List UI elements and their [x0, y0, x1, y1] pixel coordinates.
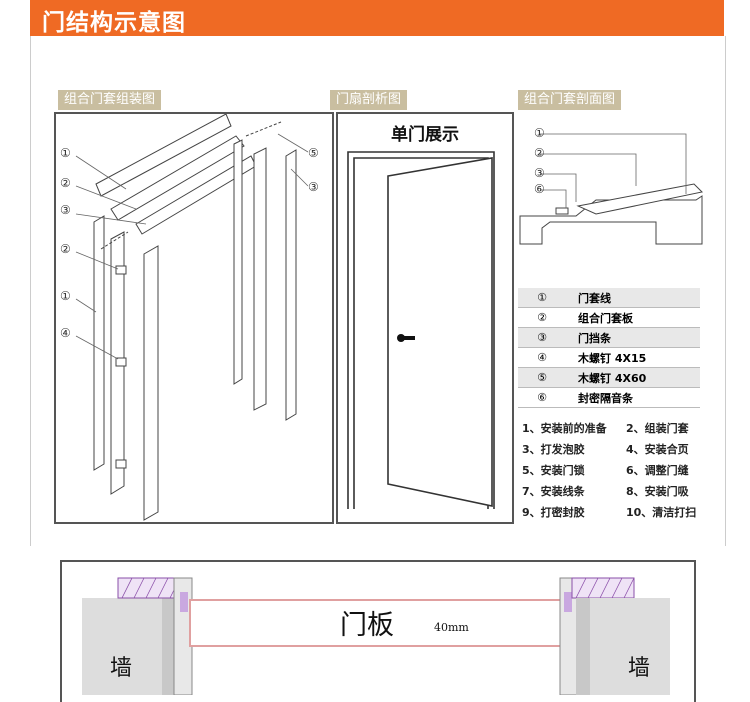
left-stop-post	[143, 245, 159, 521]
assembly-callout-3b: ③	[308, 180, 319, 194]
door-drawing	[347, 151, 495, 509]
profile-callout-3: ③	[534, 166, 545, 180]
section-tag-profile: 组合门套剖面图	[518, 90, 622, 110]
header-bar: 门结构示意图	[30, 0, 724, 36]
door-thickness-label: 40mm	[434, 621, 469, 634]
assembly-callout-1b: ①	[60, 289, 71, 303]
section-tag-assembly: 组合门套组装图	[58, 90, 162, 110]
right-wall	[590, 598, 670, 695]
outer-frame	[30, 36, 726, 546]
page-title: 门结构示意图	[42, 10, 186, 36]
assembly-callout-5: ⑤	[308, 146, 319, 160]
profile-drawing	[519, 133, 704, 245]
assembly-callout-3: ③	[60, 203, 71, 217]
section-tag-door: 门扇剖析图	[330, 90, 408, 110]
profile-callout-2: ②	[534, 146, 545, 160]
bracket	[115, 265, 127, 275]
assembly-diagram-box	[54, 112, 334, 524]
door-diagram-box: 单门展示	[336, 112, 514, 524]
door-title: 单门展示	[391, 125, 459, 145]
assembly-drawing	[75, 113, 309, 521]
wall-label-left: 墙	[110, 656, 133, 681]
assembly-callout-4: ④	[60, 326, 71, 340]
door-leaf	[387, 157, 493, 507]
assembly-callout-2b: ②	[60, 242, 71, 256]
top-casing-beam	[95, 113, 232, 197]
left-wall	[82, 598, 162, 695]
bottom-section-drawing	[82, 577, 670, 695]
assembly-callout-2: ②	[60, 176, 71, 190]
wall-label-right: 墙	[628, 656, 651, 681]
door-board-label: 门板	[340, 610, 394, 641]
door-board	[189, 599, 563, 647]
right-casing-post	[233, 139, 243, 385]
profile-callout-6: ⑥	[534, 182, 545, 196]
right-stop-post	[285, 149, 297, 421]
assembly-callout-1: ①	[60, 146, 71, 160]
bracket	[115, 357, 127, 367]
profile-callout-1: ①	[534, 126, 545, 140]
bracket	[115, 459, 127, 469]
left-casing-post	[93, 215, 105, 471]
door-frame	[347, 151, 495, 509]
right-jamb-post	[253, 147, 267, 411]
top-jamb-beam	[110, 135, 245, 221]
